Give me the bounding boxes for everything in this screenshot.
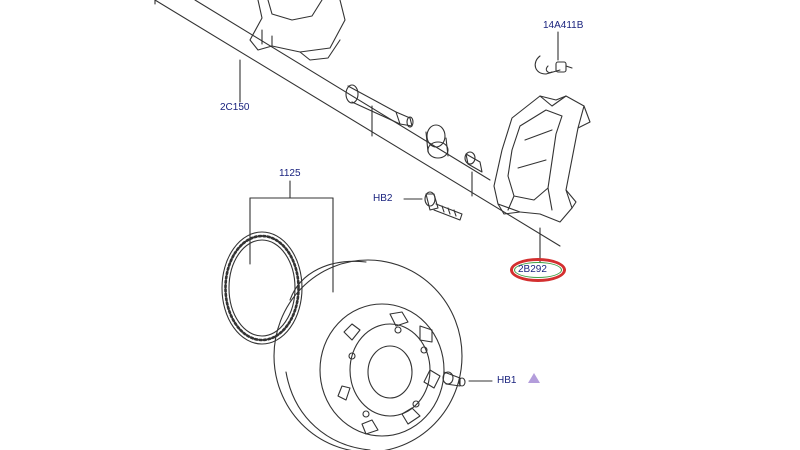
abs-tone-ring <box>221 231 303 345</box>
label-abs-ring[interactable]: 1125 <box>279 168 301 179</box>
label-carrier-bracket[interactable]: 2B292 <box>518 264 547 275</box>
brake-disc <box>273 259 463 450</box>
label-bolt-hb1[interactable]: HB1 <box>497 375 517 386</box>
caliper-housing <box>249 0 346 61</box>
bolt-hb2-drawing <box>424 191 463 221</box>
leader-lines <box>154 0 561 382</box>
sleeve <box>464 151 483 173</box>
wear-sensor <box>534 55 573 75</box>
carrier-bracket <box>493 95 591 223</box>
label-bolt-hb2[interactable]: HB2 <box>373 193 393 204</box>
label-wear-sensor[interactable]: 14A411B <box>543 20 584 31</box>
label-caliper-assembly[interactable]: 2C150 <box>220 102 250 113</box>
highlight-inner-ring <box>514 262 562 278</box>
screw-hb1-drawing <box>442 371 466 387</box>
bushing <box>425 124 449 159</box>
guide-pin <box>345 84 414 128</box>
highlight-ring <box>510 258 566 282</box>
triangle-marker-icon <box>528 373 540 383</box>
